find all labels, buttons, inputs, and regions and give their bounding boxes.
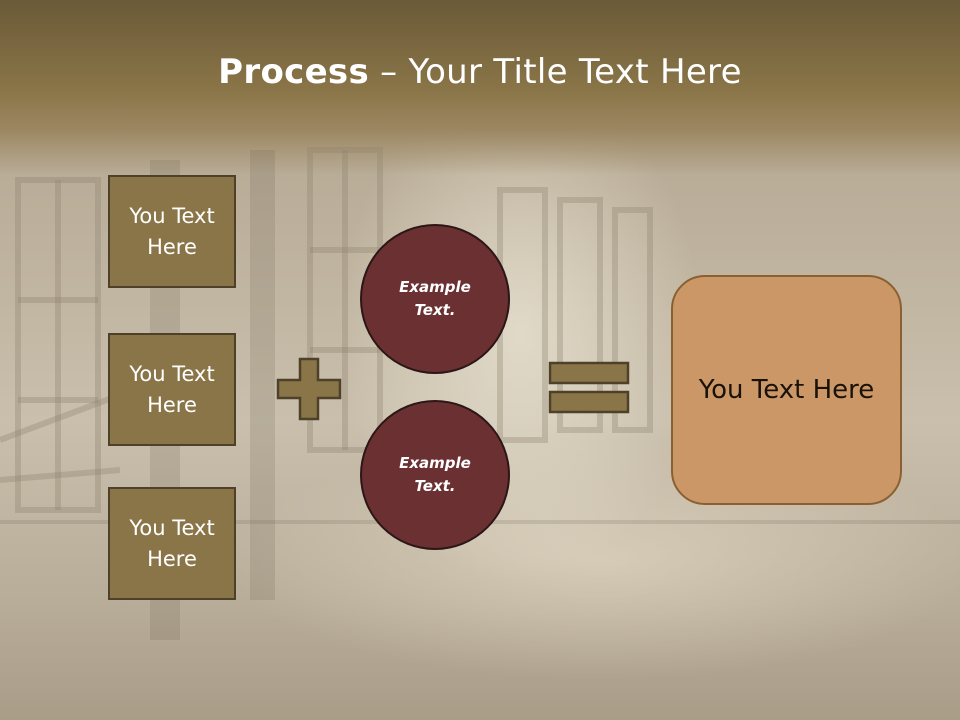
circle-label: Example Text.	[399, 278, 471, 319]
text-box-3: You Text Here	[108, 487, 236, 600]
plus-icon	[276, 357, 342, 421]
text-box-2: You Text Here	[108, 333, 236, 446]
result-box: You Text Here	[671, 275, 902, 505]
page-title: Process – Your Title Text Here	[0, 52, 960, 92]
text-box-label: You Text Here	[129, 361, 215, 417]
text-box-1: You Text Here	[108, 175, 236, 288]
example-circle-1: Example Text.	[360, 224, 510, 374]
text-box-label: You Text Here	[129, 515, 215, 571]
title-rest: – Your Title Text Here	[369, 52, 742, 92]
circle-label: Example Text.	[399, 454, 471, 495]
title-bold: Process	[218, 52, 370, 92]
equals-icon	[548, 361, 630, 414]
result-label: You Text Here	[698, 375, 875, 405]
example-circle-2: Example Text.	[360, 400, 510, 550]
text-box-label: You Text Here	[129, 203, 215, 259]
